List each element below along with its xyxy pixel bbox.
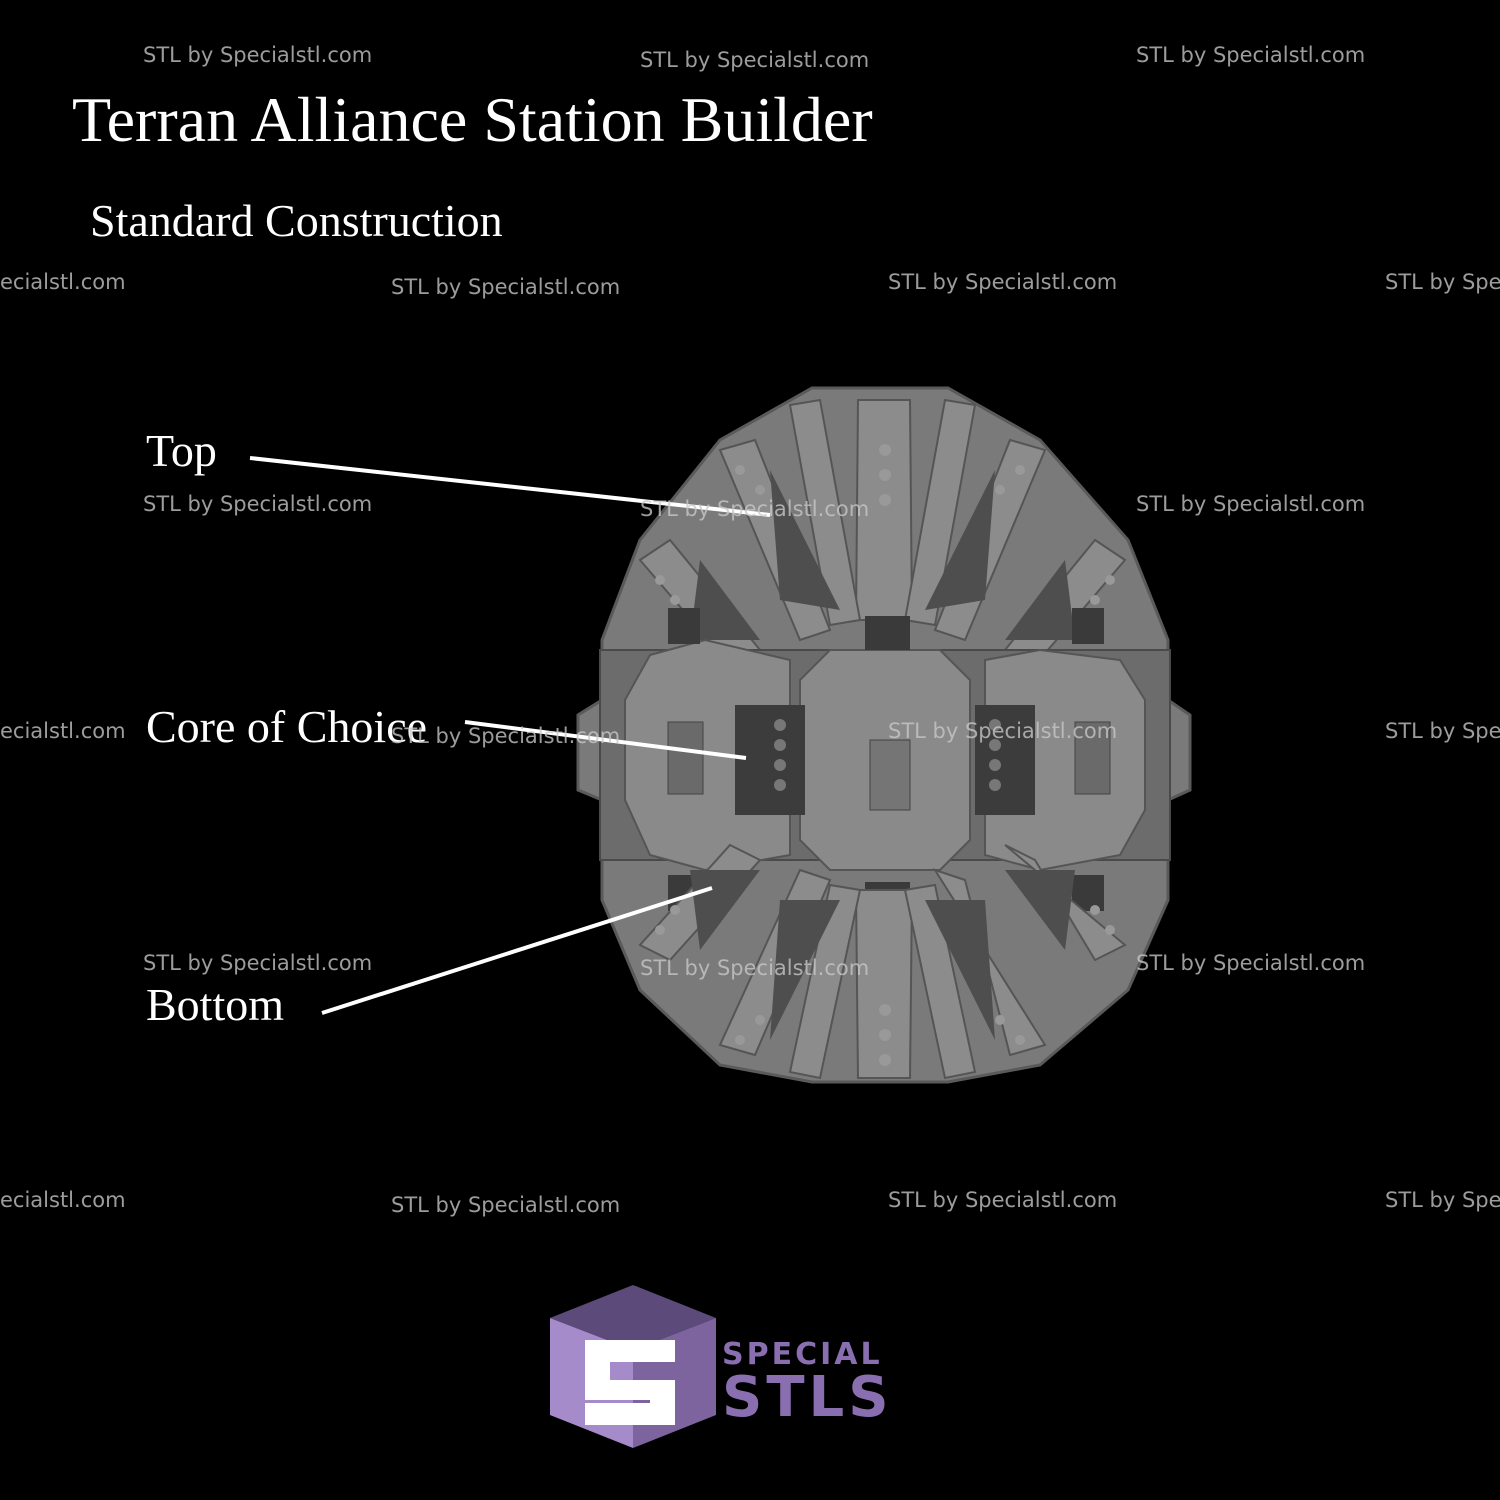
watermark: STL by Spec	[1385, 1188, 1500, 1212]
top-leader-line	[249, 456, 771, 517]
watermark: STL by Specialstl.com	[143, 951, 373, 975]
watermark: STL by Specialstl.com	[391, 724, 621, 748]
callout-bottom: Bottom	[146, 979, 285, 1030]
page-title: Terran Alliance Station Builder	[72, 84, 873, 155]
watermark: STL by Specialstl.com	[391, 1193, 621, 1217]
watermark: STL by Specialstl.com	[640, 497, 870, 521]
watermark: STL by Specialstl.com	[1136, 492, 1366, 516]
bottom-leader-line	[321, 886, 713, 1015]
bottom-dark-panels	[690, 870, 1075, 1040]
watermark: STL by Specialstl.com	[1136, 43, 1366, 67]
core-band	[599, 638, 1171, 872]
callout-top: Top	[146, 425, 217, 476]
callout-core: Core of Choice	[146, 701, 428, 752]
watermark: STL by Specialstl.com	[143, 43, 373, 67]
logo-text: SPECIAL STLS	[722, 1340, 893, 1426]
watermark: ecialstl.com	[0, 270, 126, 294]
page-subtitle: Standard Construction	[90, 195, 503, 246]
watermark: STL by Specialstl.com	[640, 956, 870, 980]
watermark: STL by Spec	[1385, 719, 1500, 743]
logo-text-line1: SPECIAL	[722, 1337, 883, 1372]
logo-text-line2: STLS	[722, 1365, 893, 1430]
top-dark-panels	[690, 470, 1075, 640]
watermark: STL by Spec	[1385, 270, 1500, 294]
logo-cube-icon	[550, 1285, 716, 1448]
watermark: ecialstl.com	[0, 1188, 126, 1212]
core-leader-line	[464, 720, 747, 760]
watermark: ecialstl.com	[0, 719, 126, 743]
watermark: STL by Specialstl.com	[888, 719, 1118, 743]
watermark: STL by Specialstl.com	[143, 492, 373, 516]
watermark: STL by Specialstl.com	[888, 1188, 1118, 1212]
watermark: STL by Specialstl.com	[391, 275, 621, 299]
watermark: STL by Specialstl.com	[1136, 951, 1366, 975]
rivets	[655, 444, 1115, 1066]
watermark: STL by Specialstl.com	[888, 270, 1118, 294]
watermark: STL by Specialstl.com	[640, 48, 870, 72]
